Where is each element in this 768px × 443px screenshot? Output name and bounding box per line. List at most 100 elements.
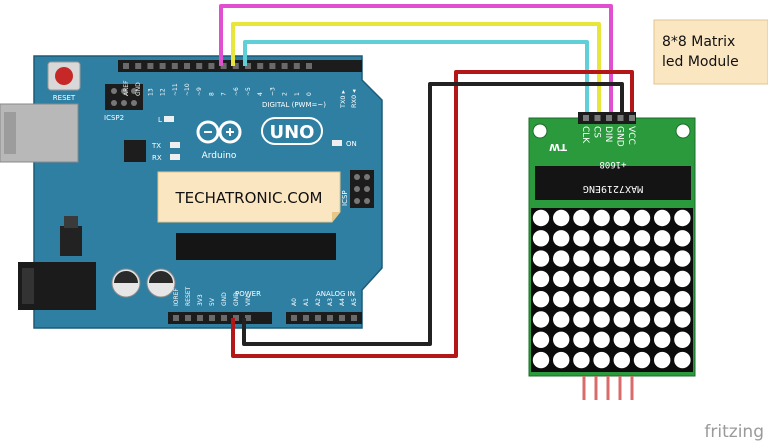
module-pin-hole — [594, 115, 601, 121]
matrix-led — [674, 331, 691, 348]
matrix-led — [573, 230, 590, 247]
pin-label: ~11 — [172, 83, 179, 96]
pin-hole — [245, 63, 251, 69]
pin-hole — [306, 63, 312, 69]
matrix-led — [553, 230, 570, 247]
matrix-led — [613, 311, 630, 328]
wire-red-vcc — [231, 70, 634, 358]
matrix-led — [593, 250, 610, 267]
site-label: TECHATRONIC.COM — [175, 189, 323, 207]
pin-label: 12 — [160, 88, 167, 96]
pin-label: VIN — [245, 296, 252, 306]
pin-hole — [339, 315, 345, 321]
pin-hole — [327, 315, 333, 321]
module-pin-hole — [583, 115, 589, 121]
pin-hole — [135, 63, 142, 69]
module-callout-line2: led Module — [662, 54, 739, 70]
pin-label: ~10 — [184, 83, 191, 96]
matrix-led — [633, 209, 651, 227]
pin-hole — [209, 315, 215, 321]
capacitor-1 — [111, 268, 141, 298]
pin-hole — [233, 315, 239, 321]
matrix-led — [654, 250, 671, 267]
led-on — [332, 140, 342, 146]
digital-label: DIGITAL (PWM=~) — [262, 101, 326, 109]
pin-hole — [171, 63, 178, 69]
matrix-led — [553, 250, 570, 267]
pin-hole — [221, 315, 227, 321]
matrix-led — [532, 270, 550, 288]
matrix-led — [593, 209, 610, 227]
matrix-led — [674, 270, 691, 288]
chip-line1: MAX7219ENG — [583, 183, 643, 194]
pin-label: A1 — [303, 298, 310, 306]
icsp2-label: ICSP2 — [104, 114, 124, 122]
pin-hole — [315, 315, 321, 321]
matrix-led — [633, 351, 651, 369]
matrix-led — [633, 311, 651, 328]
matrix-led — [654, 351, 671, 369]
pin-label: 4 — [257, 92, 264, 96]
power-label: POWER — [235, 290, 261, 298]
pin-hole — [159, 63, 166, 69]
matrix-led — [613, 331, 630, 348]
mount-hole-left — [532, 123, 548, 139]
pin-label: GND — [135, 82, 142, 96]
digital-pin-holes — [123, 63, 312, 69]
pin-hole — [184, 63, 190, 69]
led-matrix-frame — [531, 208, 693, 372]
pin-label: RESET — [185, 286, 192, 306]
matrix-led — [573, 331, 590, 348]
led-tx-label: TX — [151, 142, 161, 150]
mount-hole-right — [675, 123, 691, 139]
icsp-label: ICSP — [341, 190, 349, 206]
pin-hole — [208, 63, 215, 69]
pin-label: 3V3 — [197, 294, 204, 306]
matrix-led — [633, 230, 651, 247]
site-callout: TECHATRONIC.COM — [157, 171, 341, 223]
matrix-led — [573, 351, 590, 369]
pin-label: A4 — [339, 298, 346, 306]
pin-hole — [303, 315, 309, 321]
matrix-led — [674, 351, 691, 369]
matrix-led — [553, 270, 570, 288]
pin-label: 8 — [208, 92, 215, 96]
analog-label: ANALOG IN — [316, 290, 355, 298]
arduino-logo-icon — [196, 120, 242, 144]
module-pin-hole — [629, 115, 635, 121]
module-logo: TW — [549, 141, 567, 152]
module-output-pins — [582, 376, 634, 400]
matrix-led — [573, 311, 590, 328]
led-on-label: ON — [346, 140, 357, 148]
pin-hole — [185, 315, 191, 321]
matrix-led — [553, 311, 570, 328]
pin-hole — [173, 315, 179, 321]
matrix-led — [674, 291, 691, 308]
wire-black-gnd — [242, 82, 624, 346]
pin-label: AREF — [123, 80, 130, 96]
matrix-led — [573, 250, 590, 267]
chip-line2: +1608 — [599, 159, 626, 169]
matrix-led — [674, 209, 691, 227]
matrix-led — [532, 209, 550, 227]
wires — [219, 4, 634, 358]
power-pin-holes — [173, 315, 251, 321]
module-pin-hole — [617, 115, 624, 121]
matrix-led — [593, 291, 610, 308]
pin-hole — [245, 315, 251, 321]
matrix-led — [674, 311, 691, 328]
analog-pin-holes — [291, 315, 357, 321]
pin-label: 1 — [294, 92, 301, 96]
matrix-led — [633, 331, 651, 348]
pin-hole — [197, 315, 203, 321]
pin-label: 2 — [282, 92, 289, 96]
wire-yellow-din — [231, 22, 601, 112]
pin-label: ~3 — [269, 87, 276, 96]
matrix-led — [654, 311, 671, 328]
led-l — [164, 116, 174, 122]
pin-hole — [220, 63, 227, 69]
